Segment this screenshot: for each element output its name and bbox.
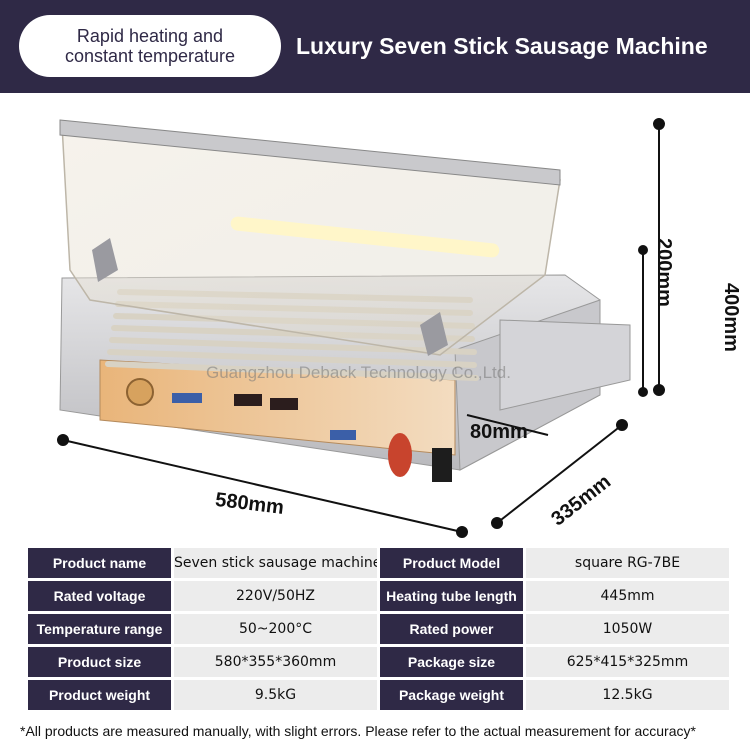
sausage-mascot-icon bbox=[388, 433, 412, 477]
inner-height-label: 200mm bbox=[653, 238, 675, 307]
spec-label: Product weight bbox=[28, 680, 171, 710]
depth-label: 335mm bbox=[547, 471, 615, 531]
thermostat-knob-icon bbox=[126, 378, 154, 406]
spec-value: Seven stick sausage machine bbox=[174, 548, 377, 578]
spec-table: Product name Seven stick sausage machine… bbox=[25, 545, 732, 713]
table-row: Product size 580*355*360mm Package size … bbox=[28, 647, 729, 677]
spec-label: Temperature range bbox=[28, 614, 171, 644]
header-banner: Rapid heating and constant temperature L… bbox=[0, 0, 750, 93]
table-row: Product weight 9.5kG Package weight 12.5… bbox=[28, 680, 729, 710]
control-buttons bbox=[172, 393, 202, 403]
table-row: Rated voltage 220V/50HZ Heating tube len… bbox=[28, 581, 729, 611]
temperature-display bbox=[234, 394, 262, 406]
spec-value: 50~200°C bbox=[174, 614, 377, 644]
height-label: 400mm bbox=[720, 283, 742, 352]
spec-label: Product Model bbox=[380, 548, 523, 578]
spec-value: 445mm bbox=[526, 581, 729, 611]
heat-lamp bbox=[230, 216, 500, 258]
tagline-pill: Rapid heating and constant temperature bbox=[19, 15, 281, 77]
spec-label: Product name bbox=[28, 548, 171, 578]
tagline-line1: Rapid heating and bbox=[76, 26, 224, 46]
spec-label: Heating tube length bbox=[380, 581, 523, 611]
spec-label: Rated power bbox=[380, 614, 523, 644]
spec-value: square RG-7BE bbox=[526, 548, 729, 578]
spec-value: 625*415*325mm bbox=[526, 647, 729, 677]
page-title: Luxury Seven Stick Sausage Machine bbox=[296, 33, 708, 59]
watermark: Guangzhou Deback Technology Co.,Ltd. bbox=[206, 363, 511, 382]
spec-label: Package size bbox=[380, 647, 523, 677]
spec-label: Rated voltage bbox=[28, 581, 171, 611]
control-buttons-2 bbox=[330, 430, 356, 440]
hood-bracket-right bbox=[420, 312, 448, 356]
product-photo: 580mm 335mm 400mm 200mm 80mm bbox=[57, 118, 742, 538]
table-row: Temperature range 50~200°C Rated power 1… bbox=[28, 614, 729, 644]
dimension-lines bbox=[57, 118, 665, 538]
spec-value: 12.5kG bbox=[526, 680, 729, 710]
hood-top-rail bbox=[59, 119, 561, 186]
drawer-label: 80mm bbox=[470, 421, 528, 443]
spec-label: Package weight bbox=[380, 680, 523, 710]
footnote: *All products are measured manually, wit… bbox=[20, 723, 696, 739]
spec-value: 580*355*360mm bbox=[174, 647, 377, 677]
tagline-line2: constant temperature bbox=[64, 46, 236, 66]
spec-value: 220V/50HZ bbox=[174, 581, 377, 611]
spec-value: 9.5kG bbox=[174, 680, 377, 710]
timer-display bbox=[270, 398, 298, 410]
spec-label: Product size bbox=[28, 647, 171, 677]
width-label: 580mm bbox=[214, 489, 285, 519]
power-switch-icon bbox=[432, 448, 452, 482]
table-row: Product name Seven stick sausage machine… bbox=[28, 548, 729, 578]
drip-drawer bbox=[499, 319, 631, 411]
spec-value: 1050W bbox=[526, 614, 729, 644]
hood-bracket-left bbox=[92, 238, 118, 282]
